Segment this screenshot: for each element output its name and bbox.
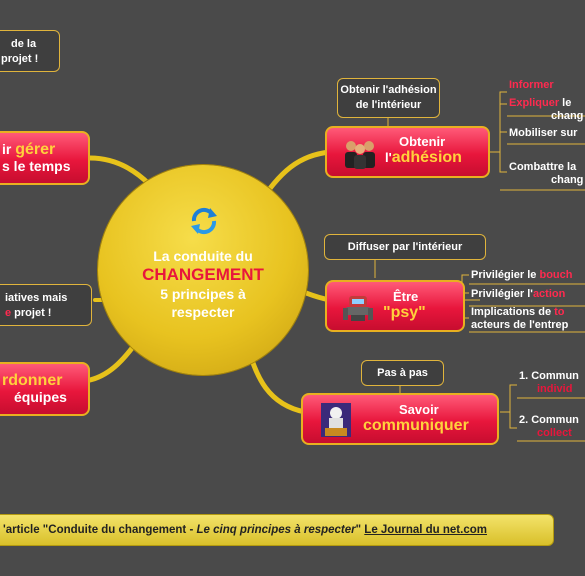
psy-callout[interactable]: Diffuser par l'intérieur: [324, 234, 486, 260]
left-node-gerer[interactable]: ir gérer s le temps: [0, 131, 90, 185]
leaf-privilegier-1[interactable]: Privilégier le bouch: [471, 269, 573, 281]
left-initiatives-callout[interactable]: iatives mais e projet !: [0, 284, 92, 326]
communiquer-node[interactable]: Savoir communiquer: [301, 393, 499, 445]
leaf-expliquer-2: chang: [551, 110, 584, 122]
robot-icon: [343, 296, 373, 321]
leaf-implications[interactable]: Implications de to: [471, 306, 565, 318]
leaf-communication-1-hl: individ: [537, 383, 573, 395]
center-line4: respecter: [171, 304, 235, 320]
gerer-highlight: gérer: [15, 141, 56, 158]
leaf-communication-2[interactable]: 2. Commun: [519, 414, 579, 426]
leaf-expliquer[interactable]: Expliquer le: [509, 97, 572, 109]
leaf-communication-1[interactable]: 1. Commun: [519, 370, 579, 382]
adhesion-highlight: adhésion: [391, 149, 462, 166]
leaf-implications-2: acteurs de l'entrep: [471, 319, 569, 331]
leaf-privilegier-2[interactable]: Privilégier l'action: [471, 288, 566, 300]
left-top-callout[interactable]: de la projet !: [0, 30, 60, 72]
footer-banner: 'article "Conduite du changement - Le ci…: [0, 514, 554, 546]
center-line1: La conduite du: [153, 248, 253, 264]
adhesion-node[interactable]: Obtenir l'adhésion: [325, 126, 490, 178]
center-node[interactable]: La conduite du CHANGEMENT 5 principes à …: [98, 165, 308, 375]
people-icon: [345, 141, 375, 169]
left-node-coordonner[interactable]: rdonner équipes: [0, 362, 90, 416]
center-line2: CHANGEMENT: [142, 265, 264, 284]
leaf-combattre[interactable]: Combattre la: [509, 161, 577, 173]
leaf-combattre-2: chang: [551, 174, 584, 186]
leaf-communication-2-hl: collect: [537, 427, 572, 439]
source-link[interactable]: Le Journal du net.com: [364, 524, 487, 536]
adhesion-callout[interactable]: Obtenir l'adhésion de l'intérieur: [337, 78, 440, 118]
psy-node[interactable]: Être "psy": [325, 280, 465, 332]
center-line3: 5 principes à: [160, 286, 246, 302]
speaker-icon: [321, 403, 351, 437]
leaf-informer[interactable]: Informer: [509, 79, 554, 91]
leaf-mobiliser[interactable]: Mobiliser sur: [509, 127, 578, 139]
refresh-icon: [191, 207, 217, 235]
communiquer-callout[interactable]: Pas à pas: [361, 360, 444, 386]
